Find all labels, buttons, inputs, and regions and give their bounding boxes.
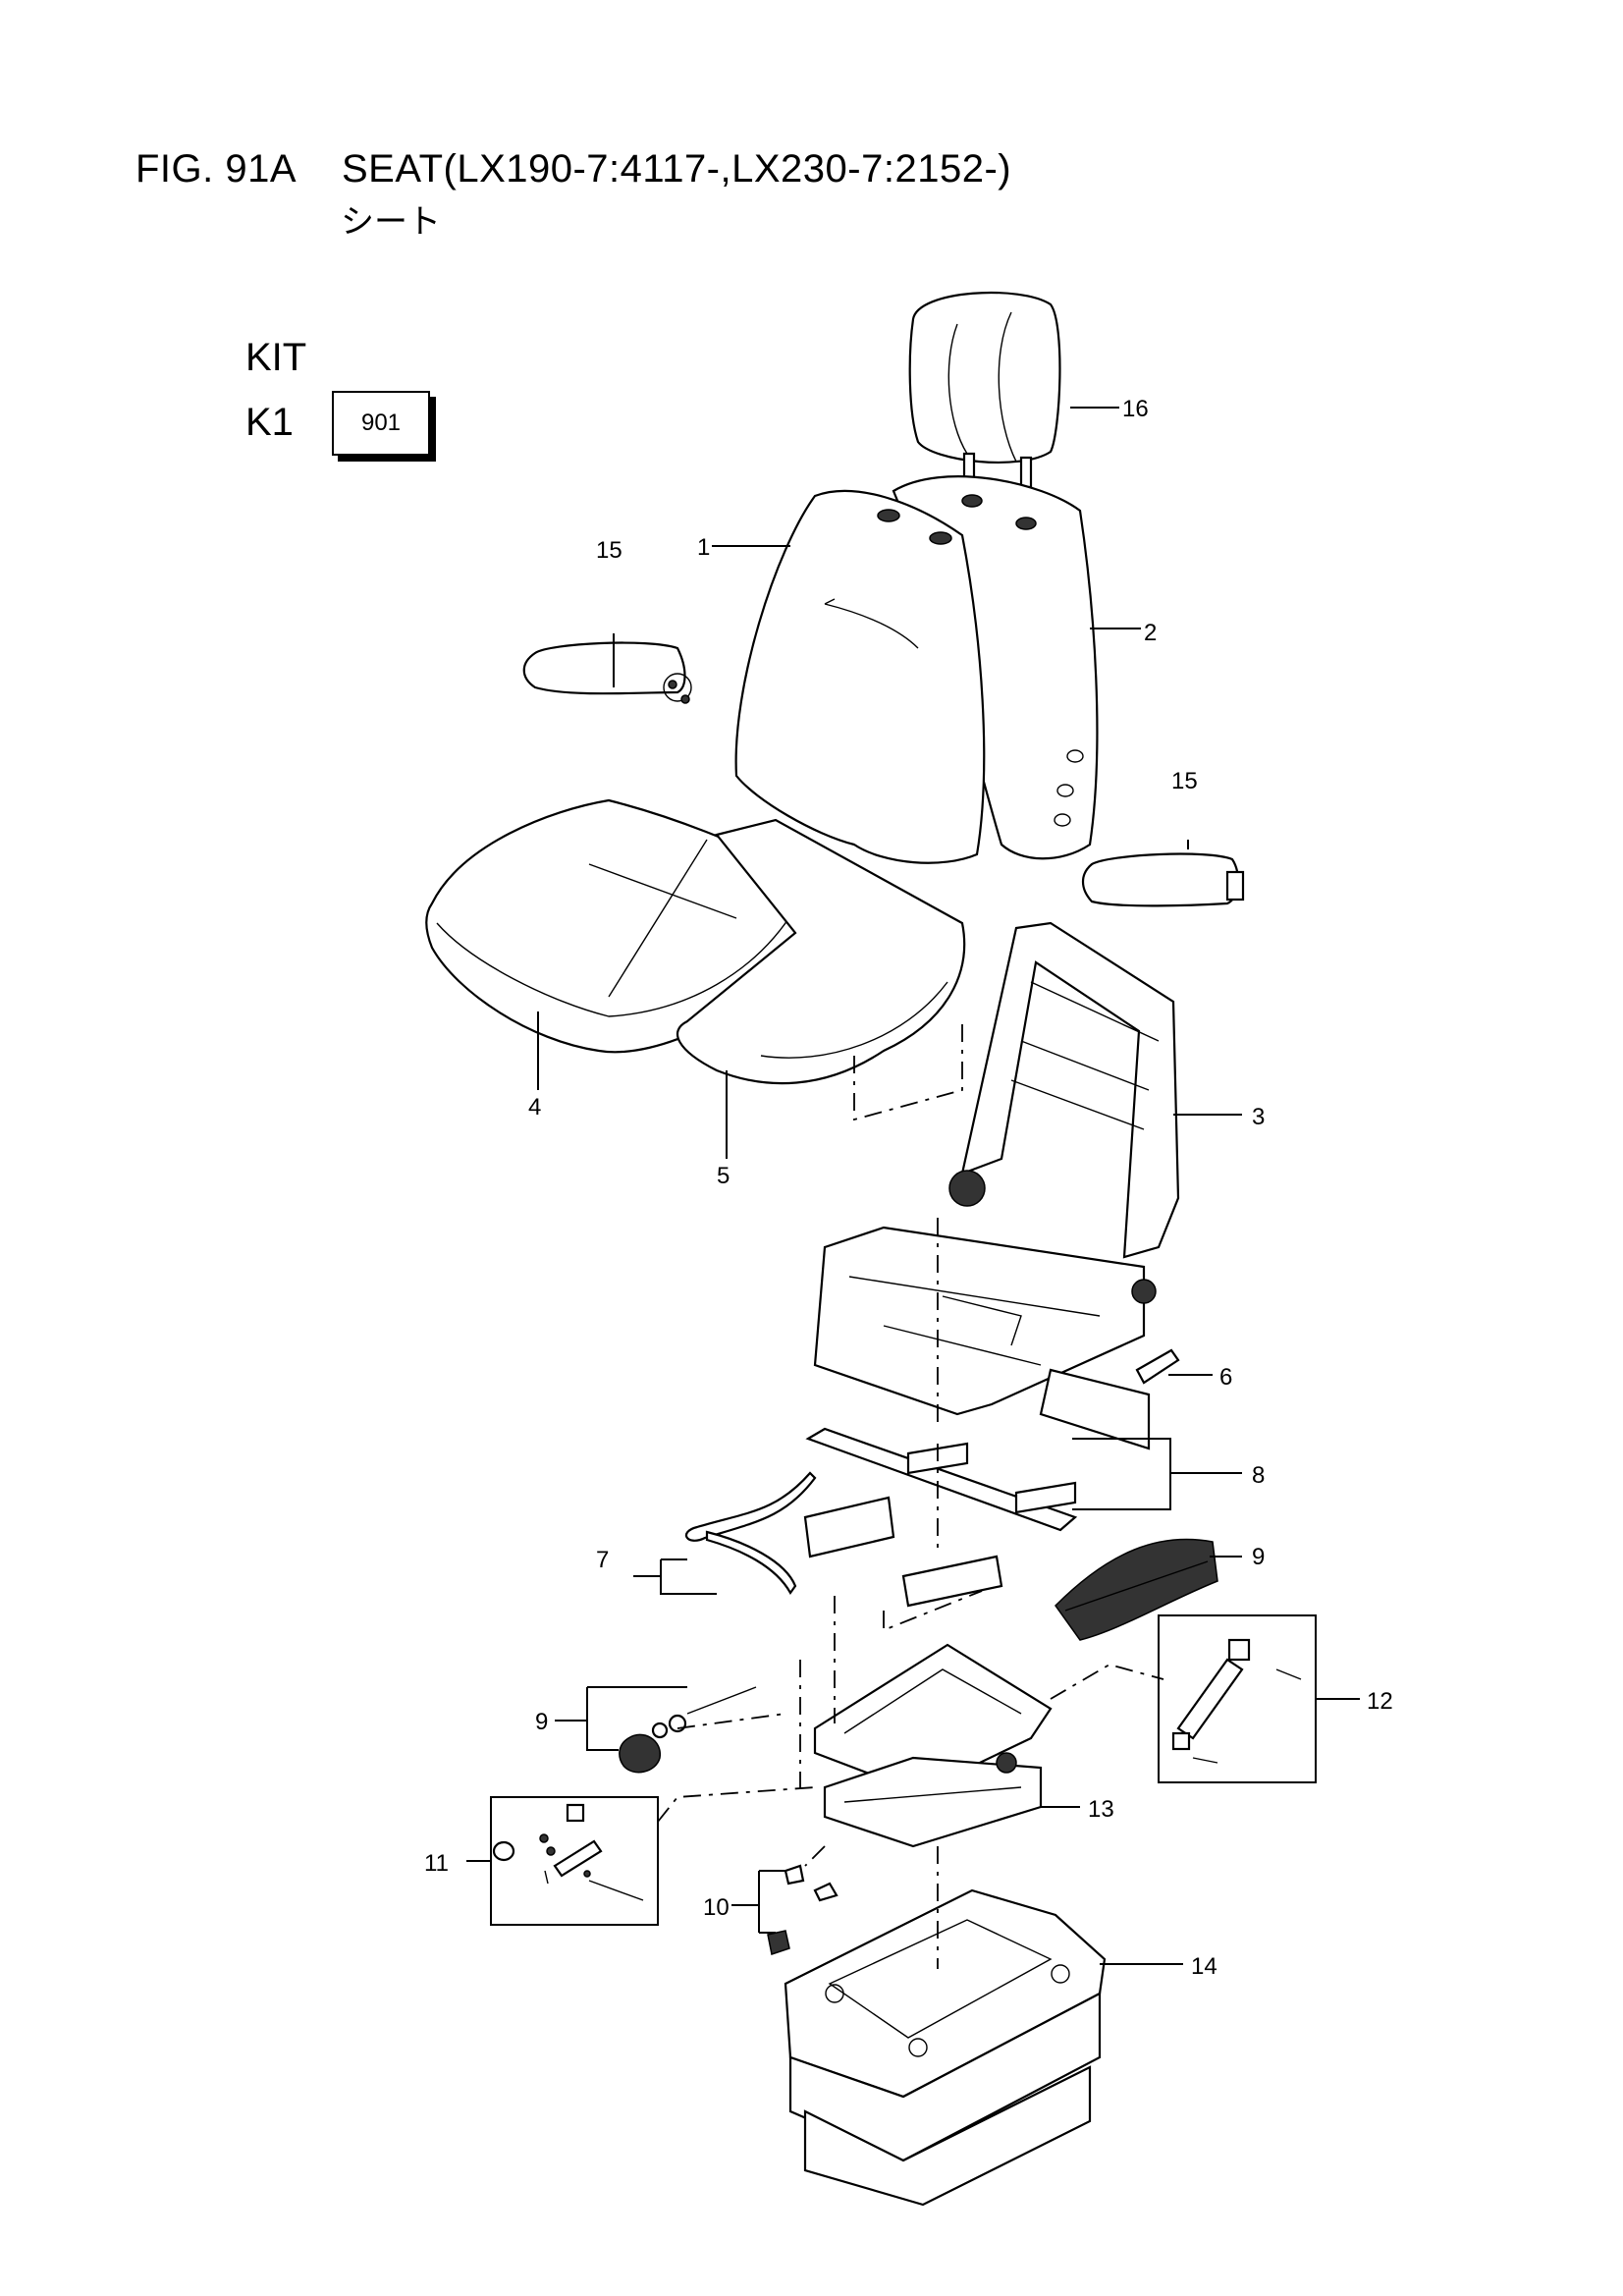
callout-7: 7 [596,1547,609,1573]
figure-name: SEAT(LX190-7:4117-,LX230-7:2152-) [342,147,1012,191]
lever-kit[interactable] [490,1796,659,1926]
callout-12: 12 [1367,1688,1393,1715]
figure-title: FIG. 91A SEAT(LX190-7:4117-,LX230-7:2152-… [135,147,1011,191]
headrest[interactable] [908,291,1061,489]
lever-handle[interactable] [1135,1348,1180,1385]
kit-code: 901 [360,410,402,436]
callout-15-left: 15 [596,537,622,564]
callout-2: 2 [1144,620,1157,646]
leader-lines [466,407,1360,1965]
backrest-cushion[interactable] [734,489,986,864]
seat-base-housing[interactable] [784,1888,1107,2207]
callout-6: 6 [1219,1364,1232,1391]
callout-16: 16 [1122,396,1149,422]
callout-4: 4 [528,1094,541,1121]
seat-frame[interactable] [813,921,1180,1450]
callout-11: 11 [424,1850,449,1877]
slide-rails[interactable] [805,1427,1078,1532]
callout-9-right: 9 [1252,1544,1265,1570]
suspension-mechanism[interactable] [813,1643,1053,1848]
kit-label: KIT [245,336,307,379]
armrest-left[interactable] [522,641,692,704]
suspension-spring[interactable] [1055,1538,1218,1641]
figure-number: FIG. 91A [135,147,298,191]
callout-3: 3 [1252,1104,1265,1130]
shock-absorber[interactable] [1158,1614,1317,1783]
callout-1: 1 [697,534,710,561]
callout-13: 13 [1088,1796,1114,1823]
callout-8: 8 [1252,1462,1265,1489]
callout-14: 14 [1191,1953,1217,1980]
seat-base-cushion[interactable] [676,818,966,1085]
armrest-right[interactable] [1081,852,1245,907]
callout-10: 10 [703,1894,730,1921]
adjusting-knob[interactable] [619,1686,757,1774]
kit-code-box[interactable]: 901 [332,391,430,456]
seat-cushion[interactable] [425,798,804,1054]
figure-subtitle: シート [341,203,441,241]
slide-lever[interactable] [684,1471,1003,1608]
callout-9-left: 9 [535,1709,548,1735]
k1-label: K1 [245,401,294,444]
callout-15-right: 15 [1171,768,1198,794]
assembly-guides [657,1021,1164,1969]
fasteners[interactable] [767,1864,839,1955]
callout-5: 5 [717,1163,730,1189]
